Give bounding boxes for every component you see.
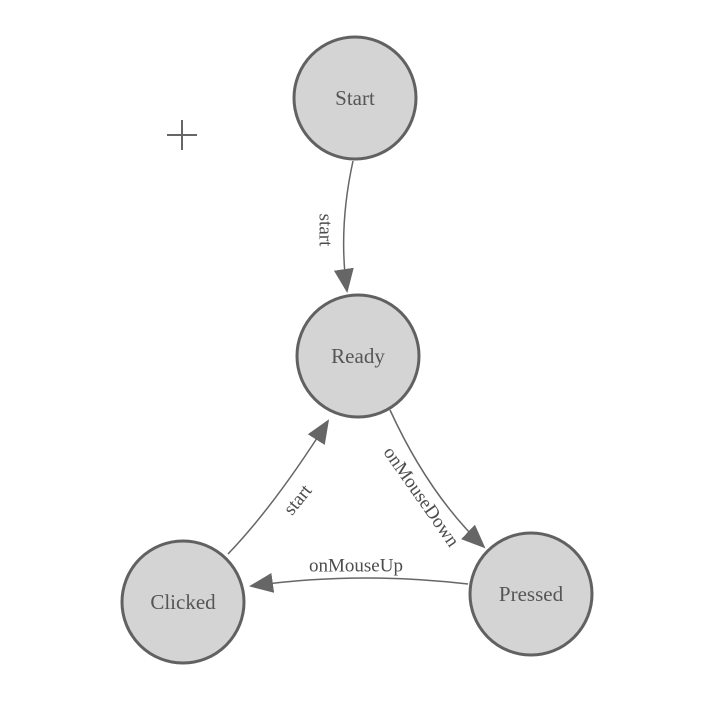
node-pressed[interactable]: Pressed (468, 531, 594, 657)
node-pressed-label: Pressed (499, 582, 564, 606)
node-clicked-label: Clicked (150, 590, 216, 614)
edge-ready-to-pressed[interactable]: onMouseDown (379, 409, 486, 551)
edge-clicked-to-ready-path[interactable] (227, 419, 330, 555)
node-clicked[interactable]: Clicked (120, 539, 246, 665)
node-clicked-circle[interactable] (120, 539, 246, 665)
edge-clicked-to-ready[interactable]: start (227, 419, 330, 555)
node-ready-circle[interactable] (295, 293, 421, 419)
node-pressed-circle[interactable] (468, 531, 594, 657)
origin-marker-layer (167, 120, 197, 150)
edge-ready-to-pressed-path[interactable] (389, 409, 486, 549)
node-start-label: Start (335, 86, 375, 110)
edge-start-to-ready[interactable]: start (315, 160, 354, 293)
edge-clicked-to-ready-label: start (280, 480, 317, 519)
edge-ready-to-pressed-label: onMouseDown (379, 443, 464, 551)
edge-start-to-ready-label: start (315, 214, 336, 247)
node-start-circle[interactable] (292, 35, 418, 161)
edge-pressed-to-clicked[interactable]: onMouseUp (249, 556, 469, 593)
edge-start-to-ready-path[interactable] (333, 160, 354, 293)
node-start[interactable]: Start (292, 35, 418, 161)
edge-pressed-to-clicked-path[interactable] (249, 573, 469, 593)
edge-pressed-to-clicked-label: onMouseUp (309, 556, 403, 577)
node-ready-label: Ready (331, 344, 385, 368)
plus-icon (167, 120, 197, 150)
node-ready[interactable]: Ready (295, 293, 421, 419)
